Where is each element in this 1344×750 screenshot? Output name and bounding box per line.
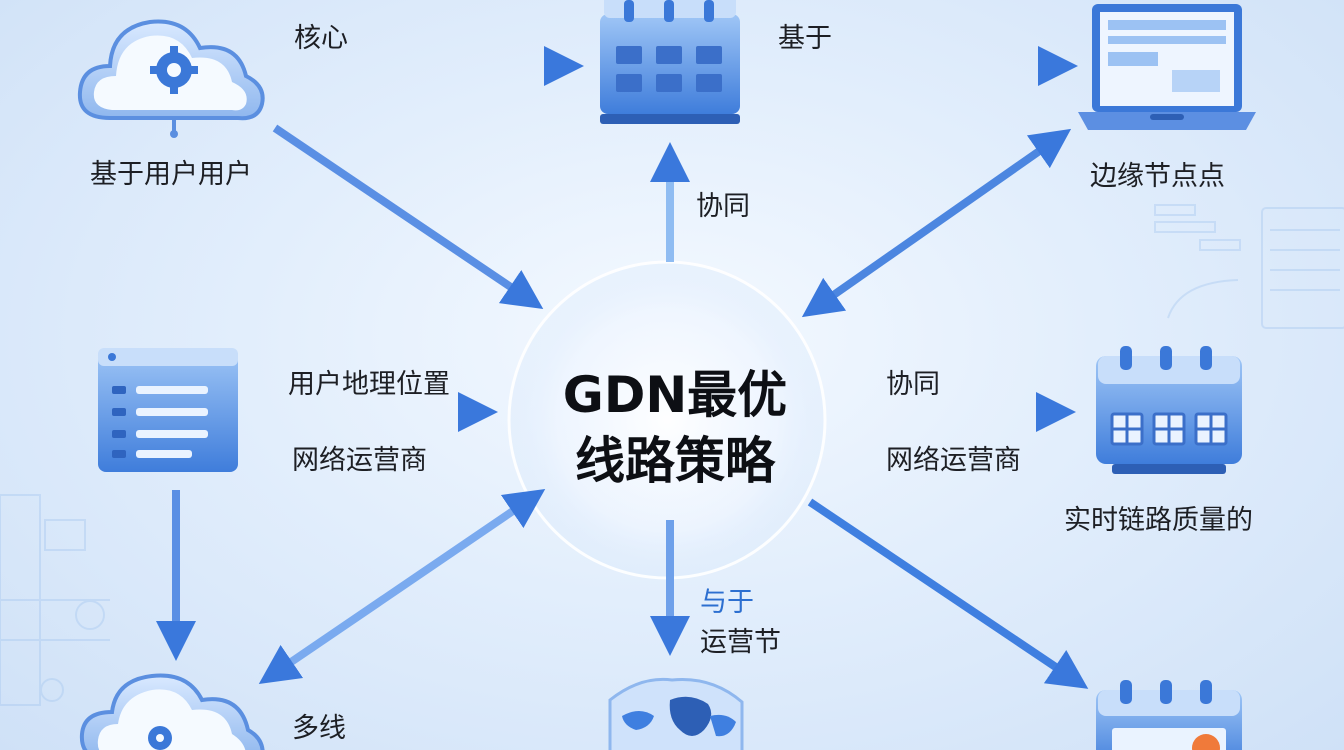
label-left-lower: 网络运营商 <box>292 445 427 476</box>
connection-arrows <box>156 46 1089 689</box>
label-top-right-arrow: 基于 <box>778 23 832 54</box>
label-top-left-arrow: 核心 <box>294 23 348 54</box>
label-right-lower: 网络运营商 <box>886 445 1021 476</box>
list-panel-icon <box>98 348 238 472</box>
background-decoration <box>0 204 1344 706</box>
label-calendar-caption: 实时链路质量的 <box>1064 505 1253 536</box>
calendar-grid-icon-top <box>600 0 740 124</box>
cloud-gear-icon <box>77 19 265 138</box>
calendar-icon-bottom <box>1096 680 1242 750</box>
label-down-upper: 与于 <box>700 587 754 618</box>
label-down-lower: 运营节 <box>700 627 781 658</box>
center-title-line1: GDN最优 <box>562 366 788 424</box>
label-right-upper: 协同 <box>886 369 940 400</box>
center-title-line2: 线路策略 <box>575 432 775 490</box>
arrow-center-laptop-both <box>801 128 1072 318</box>
label-laptop-caption: 边缘节点点 <box>1090 161 1225 192</box>
calendar-grid-icon-right <box>1096 346 1242 474</box>
label-up-arrow: 协同 <box>696 191 750 222</box>
arrow-cloud-to-center <box>272 124 544 309</box>
arrow-center-to-calendar-bottom <box>807 498 1089 689</box>
cloud-gear-icon-bottom <box>79 673 265 750</box>
laptop-icon <box>1078 4 1256 130</box>
label-cloud-top-caption: 基于用户用户 <box>90 159 252 190</box>
label-bottom-left: 多线 <box>292 713 346 744</box>
center-title: GDN最优 线路策略 <box>520 362 830 494</box>
arrow-cloud-bottom-center-both <box>258 488 546 685</box>
globe-icon <box>608 677 744 750</box>
label-left-upper: 用户地理位置 <box>288 369 450 400</box>
